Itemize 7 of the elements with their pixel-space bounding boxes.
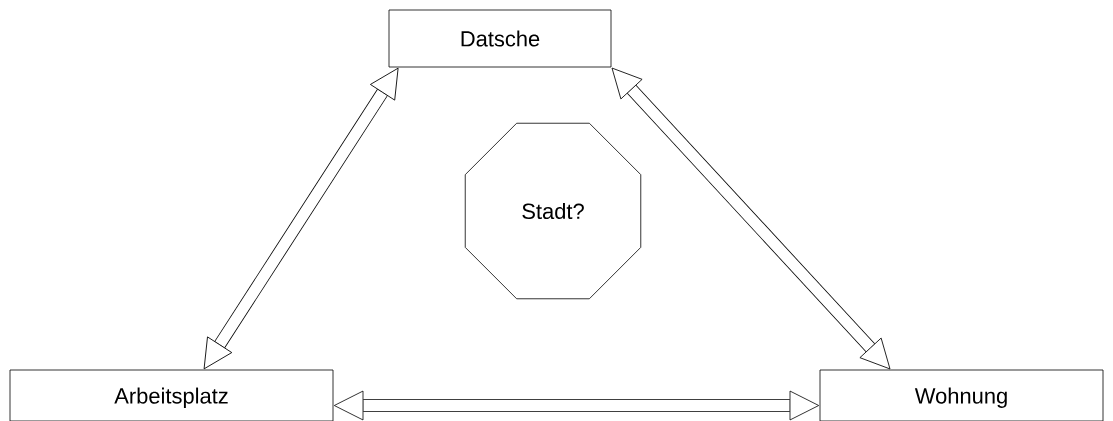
double-arrow (203, 67, 399, 370)
label-box: Wohnung (819, 369, 1104, 421)
double-arrow (611, 67, 891, 370)
label-box: Datsche (388, 9, 612, 68)
label-box: Arbeitsplatz (9, 369, 334, 421)
double-arrow (333, 390, 820, 421)
octagon: Stadt? (464, 122, 642, 300)
